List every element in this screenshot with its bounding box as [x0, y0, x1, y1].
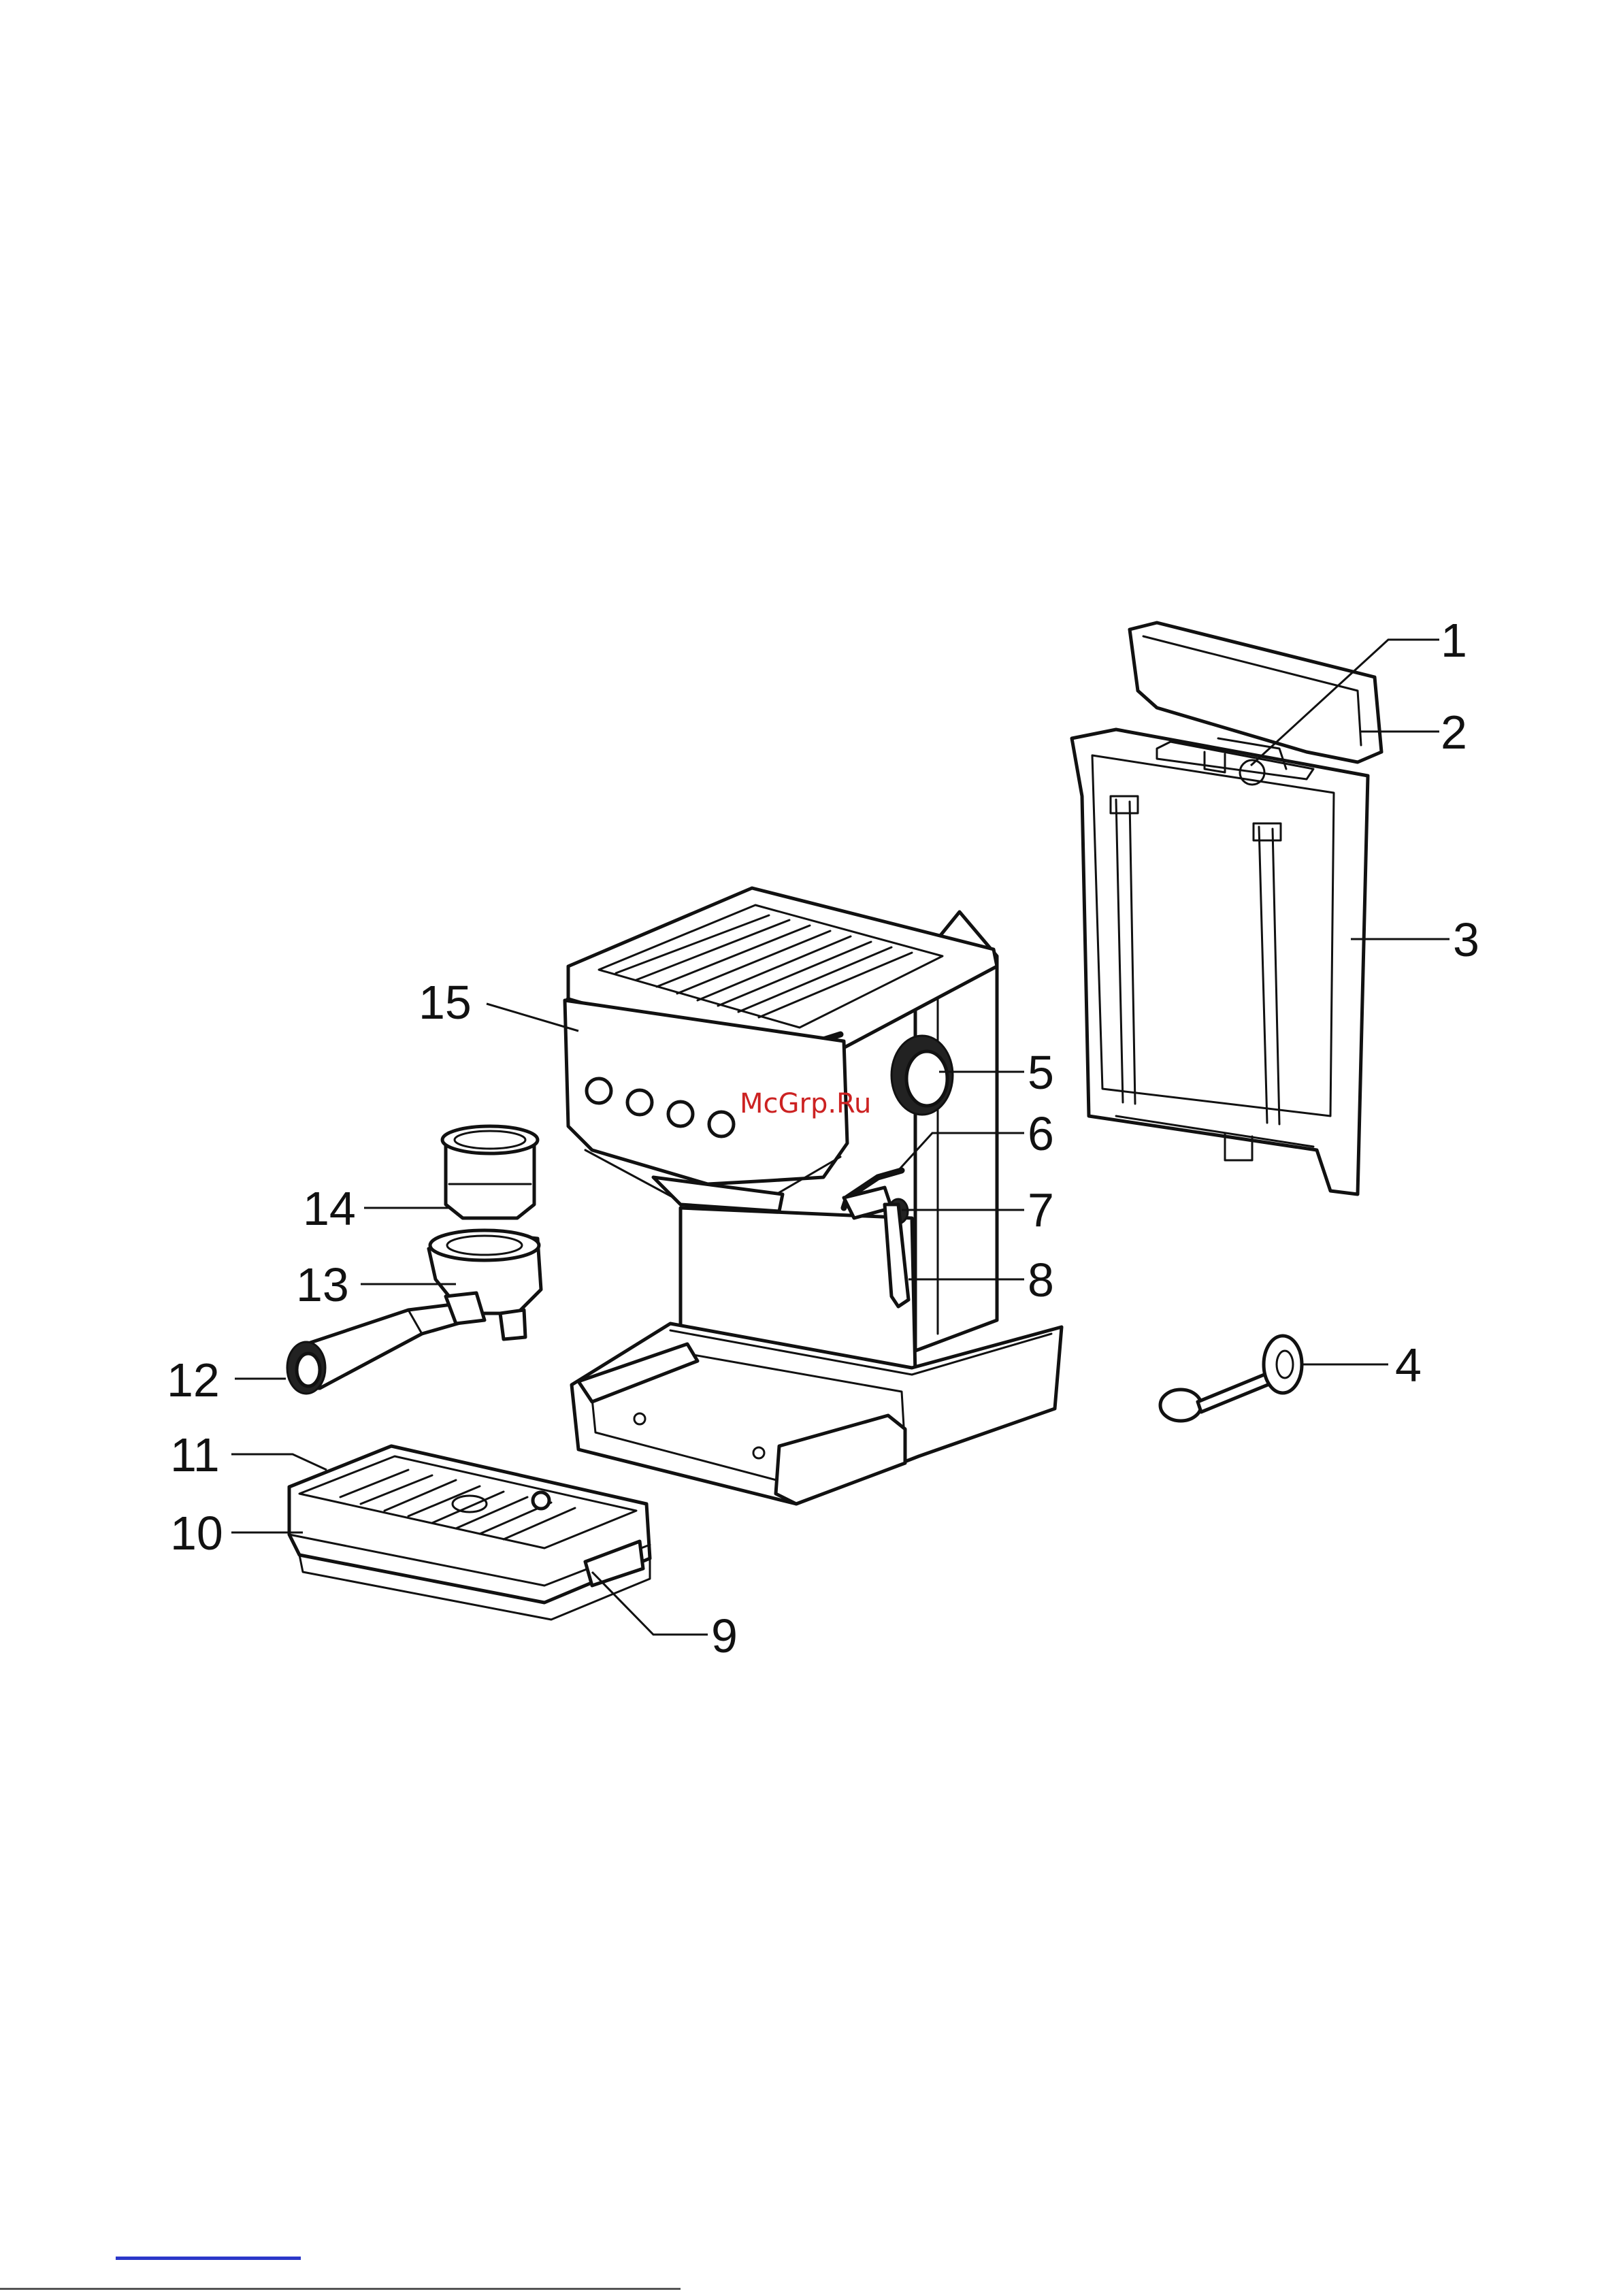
- footer-link-underline[interactable]: [116, 2257, 301, 2260]
- label-13: 13: [296, 1258, 349, 1311]
- label-10: 10: [170, 1507, 223, 1560]
- label-2: 2: [1441, 706, 1467, 759]
- label-6: 6: [1028, 1107, 1054, 1160]
- label-4: 4: [1395, 1339, 1422, 1392]
- label-14: 14: [303, 1182, 356, 1235]
- label-5: 5: [1028, 1046, 1054, 1099]
- machine-body: [565, 888, 1062, 1504]
- drip-tray: [289, 1446, 650, 1620]
- water-tank: [1072, 623, 1381, 1194]
- label-3: 3: [1453, 913, 1479, 966]
- label-11: 11: [170, 1428, 220, 1481]
- measuring-spoon: [1160, 1336, 1302, 1421]
- label-15: 15: [419, 976, 472, 1029]
- footer-rule: [0, 2288, 681, 2290]
- label-12: 12: [167, 1354, 220, 1407]
- leader-11: [231, 1454, 327, 1470]
- label-7: 7: [1028, 1183, 1054, 1236]
- watermark-text: McGrp.Ru: [740, 1088, 871, 1119]
- portafilter: [287, 1230, 541, 1394]
- label-9: 9: [711, 1609, 738, 1662]
- label-8: 8: [1028, 1253, 1054, 1307]
- filter-basket: [442, 1126, 538, 1218]
- label-1: 1: [1441, 614, 1467, 667]
